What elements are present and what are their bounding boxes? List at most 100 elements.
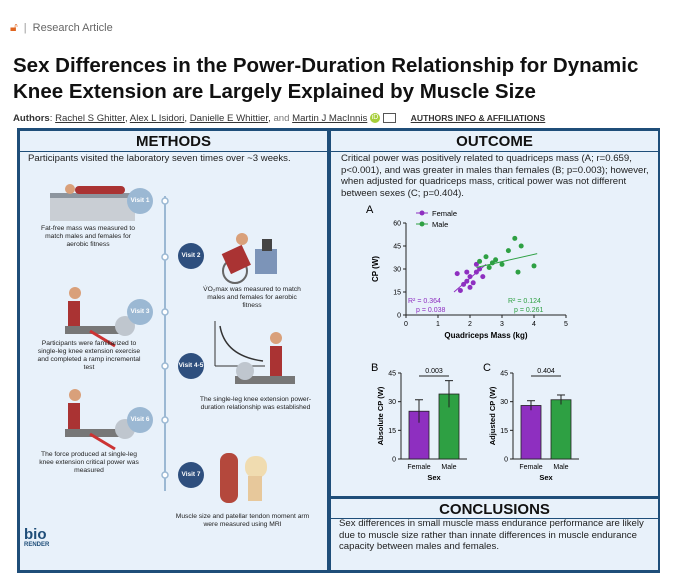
outcome-text: Critical power was positively related to… [341,153,649,199]
author-link[interactable]: Alex L Isidori [129,113,185,124]
data-point [461,281,467,287]
significance-p: 0.404 [537,368,555,375]
timeline-illustration [50,184,295,503]
visit-4-5-caption: The single-leg knee extension power-dura… [199,396,312,411]
outcome-heading: OUTCOME [456,133,533,150]
orcid-icon[interactable]: iD [369,113,380,124]
male-r2: R² = 0.124 [508,298,541,305]
author-link[interactable]: Rachel S Ghitter [55,113,125,124]
bar [550,399,572,460]
x-axis-label: Sex [427,473,441,482]
visit-2-badge: Visit 2 [178,243,204,269]
open-access-icon: 🔓︎ [10,20,18,34]
meta-divider: | [23,21,27,34]
data-point [467,284,473,290]
y-tick-label: 45 [500,371,508,378]
data-point [515,269,521,275]
article-meta: 🔓︎ | Research Article [10,20,113,35]
knee-extension-illustration [65,287,135,348]
y-axis-label: CP (W) [371,256,380,282]
y-tick-label: 60 [393,221,401,228]
y-tick-label: 30 [393,267,401,274]
data-point [457,287,463,293]
data-point [518,243,524,249]
visit-3-caption: Participants were familiarized to single… [37,340,141,371]
author-link[interactable]: Martin J MacInnis [292,113,368,124]
timeline-node [161,471,169,479]
visit-4-5-badge: Visit 4-5 [178,353,204,379]
author-list: Authors: Rachel S Ghitter, Alex L Isidor… [13,113,546,124]
legend-marker [419,210,425,216]
data-point [467,274,473,280]
x-tick-label: 5 [564,321,568,328]
data-point [480,274,486,280]
legend-label: Female [432,209,457,218]
y-tick-label: 15 [393,290,401,297]
data-point [464,278,470,284]
visit-6-badge: Visit 6 [127,407,153,433]
legend-label: Male [432,220,448,229]
article-title: Sex Differences in the Power-Duration Re… [13,54,639,103]
x-axis-label: Quadriceps Mass (kg) [444,331,527,340]
power-duration-curve [214,321,265,367]
data-point [454,271,460,277]
y-tick-label: 0 [392,457,396,464]
y-tick-label: 30 [388,399,396,406]
logo-top: bio [24,526,47,543]
x-tick-label: 0 [404,321,408,328]
data-point [473,269,479,275]
x-tick-label: Male [441,464,456,471]
y-tick-label: 0 [397,313,401,320]
methods-divider [20,151,327,152]
mri-thigh-illustration [220,453,267,503]
female-p: p = 0.038 [416,307,445,314]
methods-intro: Participants visited the laboratory seve… [28,153,291,164]
visit-7-badge: Visit 7 [178,462,204,488]
x-axis-label: Sex [539,473,553,482]
dexa-scanner-illustration [50,184,135,221]
y-tick-label: 15 [500,428,508,435]
visit-7-caption: Muscle size and patellar tendon moment a… [175,513,310,528]
x-tick-label: 1 [436,321,440,328]
outcome-divider [331,151,658,152]
data-point [486,264,492,270]
timeline-node [161,253,169,261]
x-tick-label: 2 [468,321,472,328]
data-point [470,280,476,286]
timeline-node [161,416,169,424]
timeline-node [161,197,169,205]
panel-label: B [371,362,378,374]
affiliations-link[interactable]: AUTHORS INFO & AFFILIATIONS [410,113,546,123]
methods-heading: METHODS [136,133,211,150]
data-point [464,269,470,275]
visit-6-caption: The force produced at single-leg knee ex… [39,451,139,474]
x-tick-label: Male [553,464,568,471]
author-link[interactable]: Danielle E Whittier [189,113,269,124]
cycle-ergometer-illustration [221,233,277,284]
force-measurement-illustration [65,389,135,451]
visit-1-badge: Visit 1 [127,188,153,214]
data-point [473,261,479,267]
regression-line [476,253,538,268]
conclusions-text: Sex differences in small muscle mass end… [339,518,644,552]
data-point [477,258,483,264]
panel-label: C [483,362,491,374]
y-tick-label: 15 [388,428,396,435]
authors-label: Authors [13,113,50,124]
methods-panel: METHODS Participants visited the laborat… [20,131,327,570]
visit-1-caption: Fat-free mass was measured to match male… [40,225,136,248]
timeline-node [161,362,169,370]
bar [520,405,542,460]
female-r2: R² = 0.364 [408,298,441,305]
x-tick-label: Female [407,464,430,471]
x-tick-label: 3 [500,321,504,328]
y-axis-label: Absolute CP (W) [376,386,385,445]
x-tick-label: Female [519,464,542,471]
timeline-node [161,308,169,316]
y-tick-label: 45 [393,244,401,251]
data-point [493,257,499,263]
outcome-panel: OUTCOME Critical power was positively re… [331,131,658,496]
mail-icon[interactable] [382,113,396,124]
